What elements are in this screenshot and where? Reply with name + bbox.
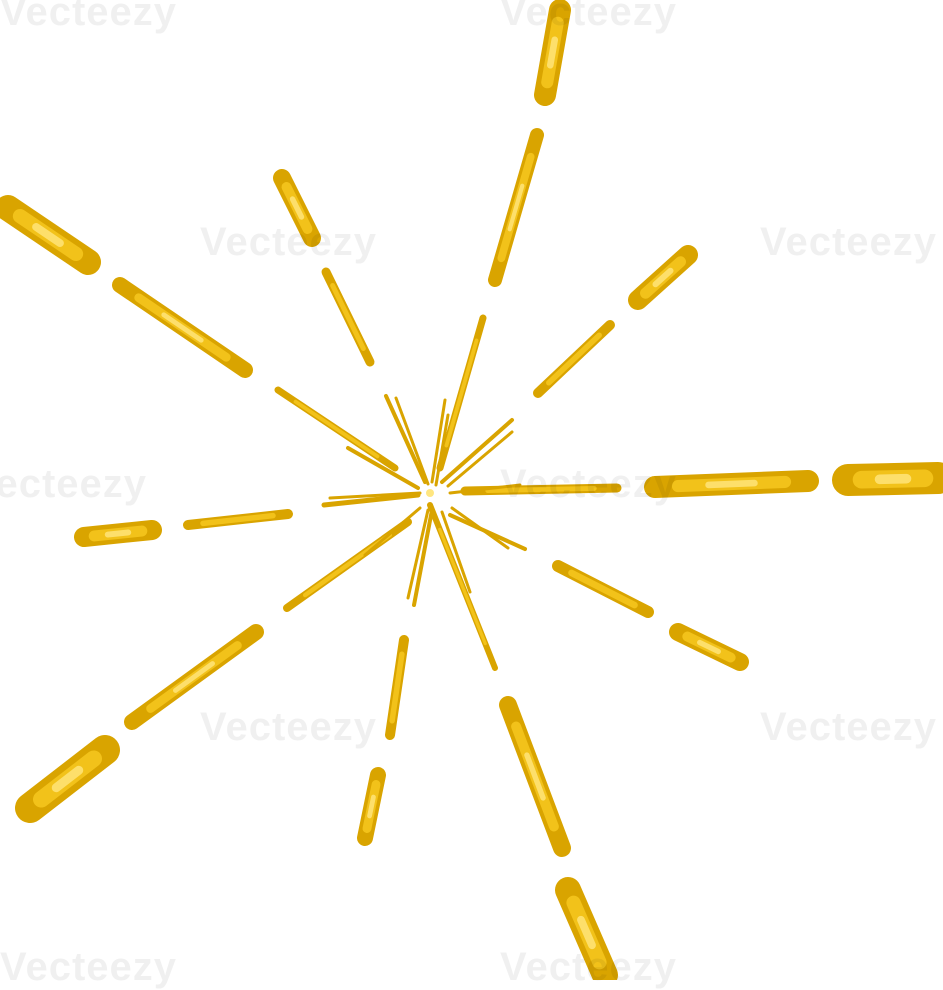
burst-ray-highlight <box>546 332 602 386</box>
burst-ray-segment <box>346 446 420 490</box>
burst-ray-highlight <box>444 338 479 448</box>
burst-ray-highlight <box>200 512 276 527</box>
watermark-text: Vecteezy <box>0 462 148 506</box>
burst-ray-glow <box>367 794 376 819</box>
burst-ray-glow <box>577 915 596 950</box>
burst-ray-segment <box>440 510 472 594</box>
burst-ray-segment <box>394 396 430 486</box>
burst-ray-glow <box>507 183 525 232</box>
burst-ray-segment <box>406 508 430 600</box>
burst-ray-glow <box>161 312 204 343</box>
burst-ray-highlight <box>330 283 366 351</box>
watermark-text: Vecteezy <box>500 462 678 506</box>
burst-ray-glow <box>172 661 216 693</box>
burst-ray-glow <box>705 479 758 489</box>
burst-ray-highlight <box>293 399 380 459</box>
burst-ray-segment <box>328 491 422 500</box>
watermark-text: Vecteezy <box>200 705 378 749</box>
burst-ray-segment <box>321 492 421 508</box>
burst-ray-glow <box>524 752 546 801</box>
burst-ray-segment <box>384 394 427 484</box>
watermark-text: Vecteezy <box>760 705 938 749</box>
burst-ray-segment <box>412 508 434 607</box>
burst-ray-highlight <box>438 527 487 646</box>
watermark-text: Vecteezy <box>200 220 378 264</box>
burst-ray-glow <box>32 222 64 248</box>
burst-ray-highlight <box>568 569 638 609</box>
burst-ray-glow <box>652 267 674 288</box>
burst-ray-segment <box>430 398 447 484</box>
watermark-text: Vecteezy <box>0 945 178 989</box>
burst-ray-glow <box>51 765 84 793</box>
burst-ray-glow <box>289 196 305 220</box>
burst-ray-segment <box>440 418 514 484</box>
burst-ray-glow <box>546 36 559 69</box>
burst-ray-glow <box>104 529 132 538</box>
burst-ray-segment <box>446 430 514 488</box>
burst-ray-segment <box>363 506 422 557</box>
burst-ray-segment <box>448 483 522 495</box>
burst-core <box>426 489 434 497</box>
watermark-text: Vecteezy <box>760 220 938 264</box>
watermark-text: Vecteezy <box>500 0 678 34</box>
burst-ray-segment <box>450 506 510 550</box>
burst-ray-highlight <box>389 651 405 724</box>
burst-ray-glow <box>697 639 721 655</box>
burst-ray-segment <box>434 413 450 487</box>
burst-ray-highlight <box>485 485 597 494</box>
watermark-text: Vecteezy <box>500 945 678 989</box>
watermark-text: Vecteezy <box>0 0 178 34</box>
burst-ray-glow <box>874 473 912 485</box>
